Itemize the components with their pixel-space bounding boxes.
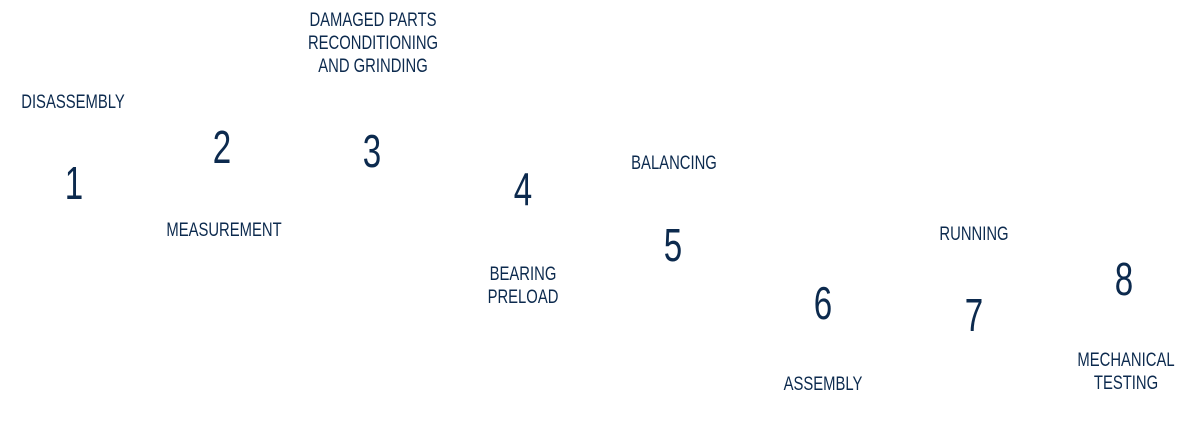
step-6-number: 6 [813, 277, 833, 329]
step-6-label: ASSEMBLY [729, 373, 916, 396]
step-4-label: BEARING PRELOAD [429, 263, 616, 309]
step-1-number: 1 [64, 157, 84, 209]
step-7-label: RUNNING [880, 223, 1067, 246]
step-1-label: DISASSEMBLY [0, 91, 167, 114]
step-6-label-line: ASSEMBLY [783, 374, 863, 395]
step-2-number: 2 [212, 121, 232, 173]
step-4-label-line-1: BEARING [489, 264, 557, 285]
step-3-label-line-2: RECONDITIONING [307, 33, 439, 54]
step-2-label-line: MEASUREMENT [166, 220, 282, 241]
step-4-number: 4 [513, 163, 533, 215]
step-4-label-line-2: PRELOAD [487, 287, 559, 308]
step-5-label: BALANCING [580, 152, 767, 175]
step-7-label-line: RUNNING [939, 224, 1009, 245]
step-8-label: MECHANICAL TESTING [1032, 349, 1196, 395]
step-8-label-line-1: MECHANICAL [1077, 350, 1175, 371]
step-5-number: 5 [663, 219, 683, 271]
step-3-label-line-1: DAMAGED PARTS [309, 10, 437, 31]
step-7-number: 7 [964, 289, 984, 341]
step-2-label: MEASUREMENT [130, 219, 317, 242]
step-3-label-line-3: AND GRINDING [318, 56, 428, 77]
step-1-label-line: DISASSEMBLY [21, 92, 125, 113]
step-3-label: DAMAGED PARTS RECONDITIONING AND GRINDIN… [279, 9, 466, 78]
step-5-label-line: BALANCING [631, 153, 717, 174]
step-8-number: 8 [1114, 253, 1134, 305]
step-8-label-line-2: TESTING [1093, 373, 1159, 394]
step-3-number: 3 [362, 125, 382, 177]
